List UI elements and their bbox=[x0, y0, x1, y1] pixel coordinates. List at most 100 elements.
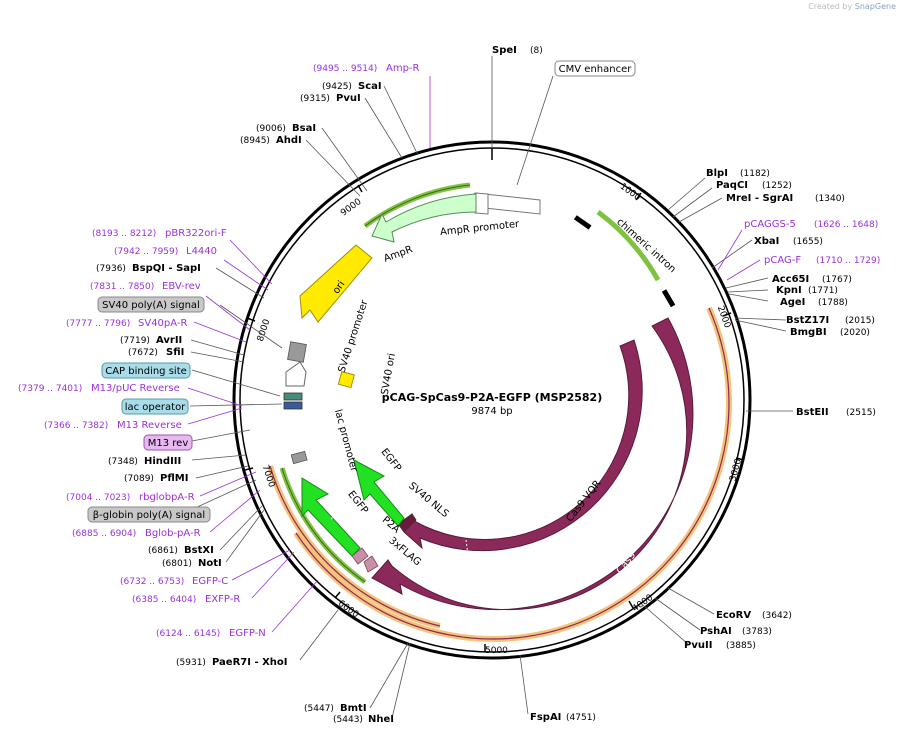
enzyme-label-bmti: BmtI bbox=[340, 703, 367, 714]
box-label-cmv-enhancer: CMV enhancer bbox=[559, 64, 633, 75]
enzyme-pos-acc65i: (1767) bbox=[822, 275, 852, 285]
enzyme-label-bsteii: BstEII bbox=[796, 407, 829, 418]
intron-marker-end bbox=[661, 289, 676, 308]
primer-label-ebv-rev: EBV-rev bbox=[162, 281, 201, 292]
primer-pos-pcaggs-5: (1626 .. 1648) bbox=[814, 220, 878, 230]
enzyme-pos-noti: (6801) bbox=[162, 559, 192, 569]
primer-pos-egfp-c: (6732 .. 6753) bbox=[120, 577, 184, 587]
enzyme-label-agei: AgeI bbox=[780, 297, 805, 308]
primer-label-egfp-c: EGFP-C bbox=[192, 576, 228, 587]
enzyme-pos-blpi: (1182) bbox=[740, 169, 770, 179]
tick-marks bbox=[244, 148, 745, 652]
primer-pos-sv40pa-r: (7777 .. 7796) bbox=[66, 319, 130, 329]
box-beta-globin-polya bbox=[87, 506, 211, 523]
enzyme-label-mrei-sgrai: MreI - SgrAI bbox=[726, 193, 793, 204]
enzyme-pos-sfii: (7672) bbox=[128, 348, 158, 358]
enzyme-label-bsai: BsaI bbox=[292, 123, 316, 134]
orf-green-arc-ampr-inner bbox=[364, 184, 471, 227]
enzyme-pos-bspqi-sapi: (7936) bbox=[96, 264, 126, 274]
box-label-sv40-polya: SV40 poly(A) signal bbox=[102, 300, 200, 311]
feature-label-chimeric-intron: chimeric intron bbox=[614, 216, 677, 275]
enzyme-label-pflmi: PflMI bbox=[160, 473, 188, 484]
enzyme-pos-kpni: (1771) bbox=[808, 286, 838, 296]
ampr-promoter-arrow bbox=[474, 192, 489, 215]
cas9-vqr-divider bbox=[465, 539, 469, 556]
enzyme-pos-bsteii: (2515) bbox=[846, 408, 876, 418]
egfp-arrow-inner bbox=[353, 459, 405, 527]
enzyme-pos-xbai: (1655) bbox=[793, 237, 823, 247]
orf-green-arc-egfp-inner bbox=[281, 467, 366, 583]
enzyme-pos-agei: (1788) bbox=[818, 298, 848, 308]
primer-label-m13-reverse: M13 Reverse bbox=[117, 420, 182, 431]
watermark-brand: SnapGene bbox=[854, 2, 896, 11]
primer-label-rbglobpa-r: rbglobpA-R bbox=[139, 492, 195, 503]
enzyme-pos-paqci: (1252) bbox=[762, 181, 792, 191]
primer-label-sv40pa-r: SV40pA-R bbox=[138, 318, 187, 329]
sv40-ori-box bbox=[337, 371, 355, 389]
primer-label-pbr322ori-f: pBR322ori-F bbox=[165, 228, 227, 239]
enzyme-label-avrii: AvrII bbox=[156, 335, 182, 346]
enzyme-label-nhei: NheI bbox=[368, 714, 394, 725]
ori-arrow bbox=[299, 244, 373, 323]
feature-label-egfp-inner: EGFP bbox=[378, 447, 403, 474]
enzyme-label-xbai: XbaI bbox=[754, 236, 779, 247]
feature-label-sv40-nls: SV40 NLS bbox=[406, 480, 450, 520]
enzyme-label-blpi: BlpI bbox=[706, 168, 728, 179]
enzyme-label-acc65i: Acc65I bbox=[772, 274, 809, 285]
primer-pos-pcag-f: (1710 .. 1729) bbox=[816, 256, 880, 266]
box-sv40-polya bbox=[97, 296, 205, 313]
orf-highlight-arc-cas9-inner bbox=[295, 307, 730, 640]
box-label-beta-globin-polya: β-globin poly(A) signal bbox=[93, 510, 205, 521]
box-lac-operator bbox=[121, 398, 189, 415]
enzyme-label-paqci: PaqCI bbox=[716, 180, 748, 191]
primer-leader-lines bbox=[187, 76, 761, 633]
primer-label-exfp-r: EXFP-R bbox=[205, 594, 240, 605]
primer-label-pcag-f: pCAG-F bbox=[764, 255, 801, 266]
enzyme-pos-nhei: (5443) bbox=[333, 715, 363, 725]
feature-label-lac-promoter: lac promoter bbox=[332, 408, 359, 474]
primer-pos-amp-r: (9495 .. 9514) bbox=[313, 64, 377, 74]
orf-green-arc-intron bbox=[596, 209, 661, 282]
enzyme-pos-scai: (9425) bbox=[322, 82, 352, 92]
enzyme-pos-pvuii: (3885) bbox=[726, 641, 756, 651]
snapgene-watermark: Created by SnapGene bbox=[808, 2, 896, 11]
feature-label-sv40-promoter: SV40 promoter bbox=[337, 298, 371, 374]
primer-pos-l4440: (7942 .. 7959) bbox=[114, 247, 178, 257]
primer-pos-ebv-rev: (7831 .. 7850) bbox=[90, 282, 154, 292]
enzyme-pos-bmti: (5447) bbox=[304, 704, 334, 714]
primer-pos-exfp-r: (6385 .. 6404) bbox=[132, 595, 196, 605]
enzyme-pos-bstz17i: (2015) bbox=[845, 316, 875, 326]
tick-1000: 1000 bbox=[618, 182, 643, 204]
p2a-box bbox=[351, 547, 369, 565]
primer-label-pcaggs-5: pCAGGS-5 bbox=[744, 219, 796, 230]
orf-highlight-arc-left-inner bbox=[269, 465, 441, 627]
primer-pos-m13-puc-reverse: (7379 .. 7401) bbox=[18, 384, 82, 394]
feature-label-chimeric-intron-text: chimeric intron bbox=[614, 216, 677, 275]
enzyme-pos-pflmi: (7089) bbox=[124, 474, 154, 484]
enzyme-pos-ahdi: (8945) bbox=[240, 136, 270, 146]
primer-pos-m13-reverse: (7366 .. 7382) bbox=[44, 421, 108, 431]
sv40-nls-arrow bbox=[397, 513, 417, 533]
box-label-lac-operator: lac operator bbox=[125, 402, 186, 413]
enzyme-label-hindiii: HindIII bbox=[144, 456, 181, 467]
enzyme-label-kpni: KpnI bbox=[776, 285, 802, 296]
enzyme-pos-fspai: (4751) bbox=[566, 713, 596, 723]
enzyme-pos-ecorv: (3642) bbox=[762, 611, 792, 621]
enzyme-pos-bsai: (9006) bbox=[256, 124, 286, 134]
plasmid-size: 9874 bp bbox=[471, 406, 512, 417]
box-label-m13-rev: M13 rev bbox=[148, 438, 189, 449]
box-label-cap-binding-site: CAP binding site bbox=[105, 366, 187, 377]
enzyme-label-spei: SpeI bbox=[492, 45, 517, 56]
enzyme-label-sfii: SfiI bbox=[166, 347, 184, 358]
tick-5000: 5000 bbox=[485, 646, 508, 656]
enzyme-label-noti: NotI bbox=[198, 558, 222, 569]
egfp-divider bbox=[330, 512, 338, 520]
primer-label-egfp-n: EGFP-N bbox=[229, 628, 266, 639]
enzyme-label-pshai: PshAI bbox=[700, 626, 732, 637]
enzyme-label-paer7i-xhoi: PaeR7I - XhoI bbox=[212, 657, 288, 668]
tick-9000: 9000 bbox=[339, 197, 364, 219]
enzyme-label-bmgbi: BmgBI bbox=[790, 327, 827, 338]
enzyme-pos-pvui: (9315) bbox=[300, 94, 330, 104]
enzyme-label-pvui: PvuI bbox=[336, 93, 361, 104]
